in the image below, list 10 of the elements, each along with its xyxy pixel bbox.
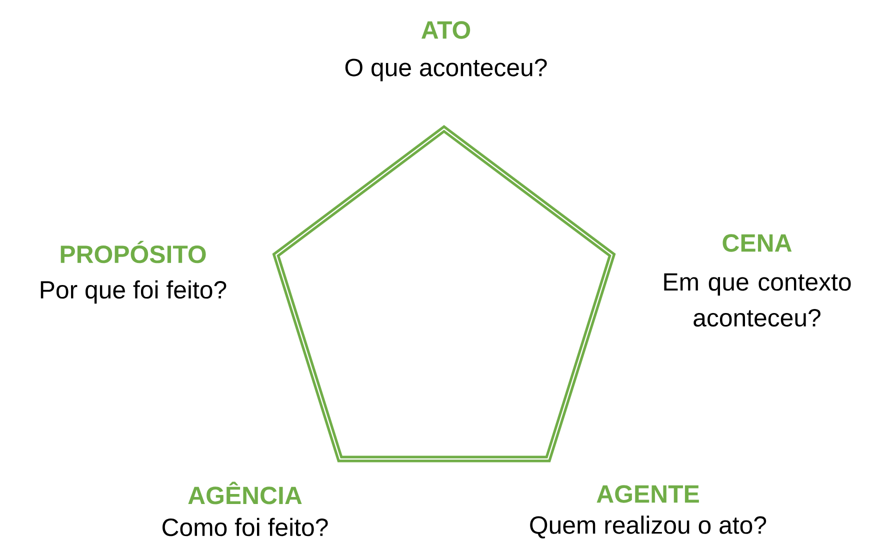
question-text: Como foi feito? <box>162 518 328 536</box>
heading: ATO <box>422 21 470 39</box>
question-text: O que aconteceu? <box>345 58 547 82</box>
heading: AGÊNCIA <box>188 482 302 504</box>
question-text: Quem realizou o ato? <box>530 516 766 538</box>
heading: PROPÓSITO <box>60 240 206 264</box>
question-text: Em que contexto aconteceu? <box>664 273 851 327</box>
question-text: Por que foi feito? <box>40 280 226 304</box>
heading: CENA <box>722 234 792 252</box>
heading: AGENTE <box>596 485 699 503</box>
